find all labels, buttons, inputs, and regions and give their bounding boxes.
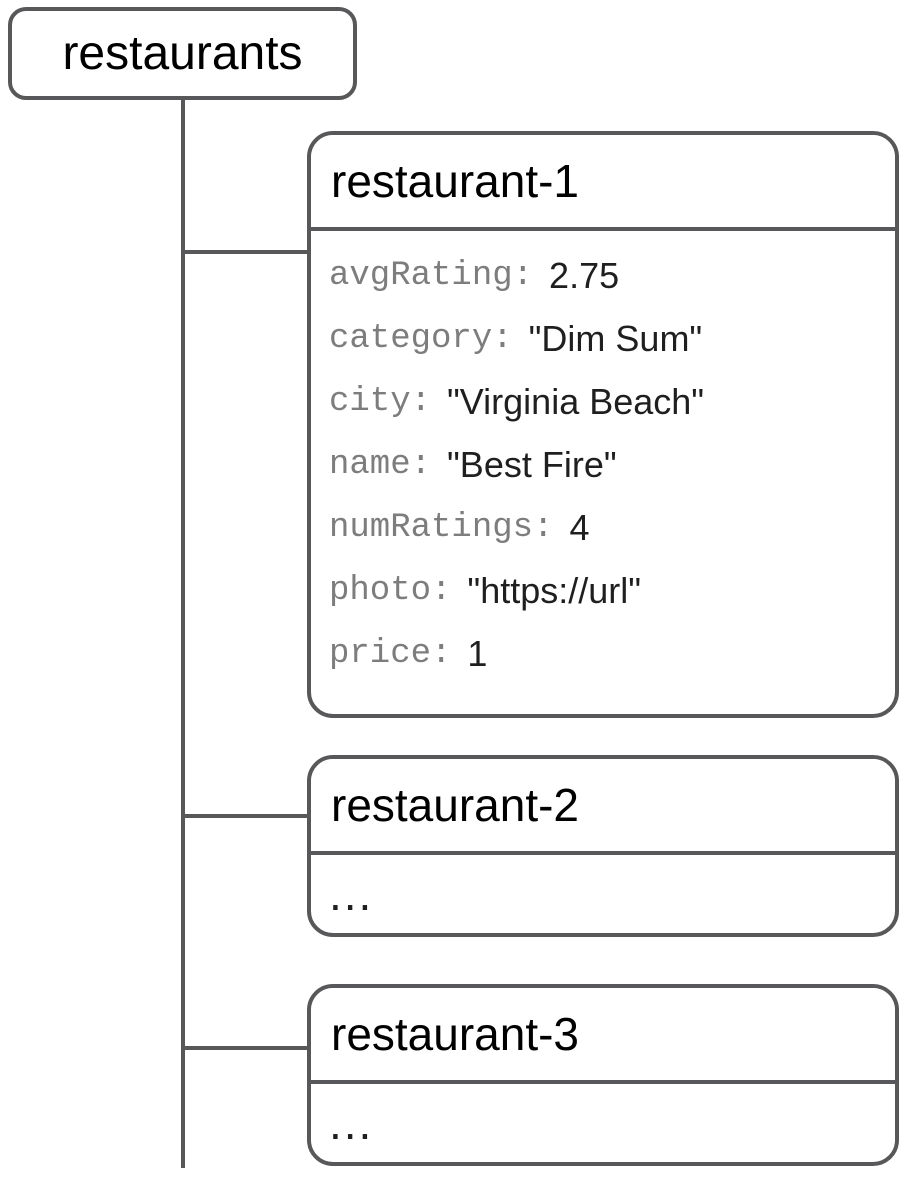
- document-title: restaurant-1: [311, 135, 895, 231]
- field-value: 2.75: [549, 254, 620, 296]
- document-card-restaurant-3: restaurant-3 ...: [307, 984, 899, 1166]
- field-value: "https://url": [467, 569, 642, 611]
- document-card-restaurant-1: restaurant-1 avgRating: 2.75 category: "…: [307, 131, 899, 718]
- root-node-label: restaurants: [62, 27, 303, 80]
- field-value: 1: [467, 632, 488, 674]
- field-row-price: price: 1: [311, 622, 895, 685]
- branch-connector-restaurant-3: [183, 1046, 309, 1050]
- field-row-category: category: "Dim Sum": [311, 307, 895, 370]
- collapsed-fields-ellipsis: ...: [329, 1097, 374, 1149]
- document-title: restaurant-2: [311, 759, 895, 855]
- field-value: "Best Fire": [447, 443, 617, 485]
- field-key: category:: [329, 319, 513, 358]
- branch-connector-restaurant-1: [183, 250, 309, 254]
- field-key: avgRating:: [329, 256, 534, 295]
- field-key: numRatings:: [329, 508, 554, 547]
- document-title: restaurant-3: [311, 988, 895, 1084]
- field-row-photo: photo: "https://url": [311, 559, 895, 622]
- field-row-name: name: "Best Fire": [311, 433, 895, 496]
- field-row-avgRating: avgRating: 2.75: [311, 244, 895, 307]
- root-node-restaurants: restaurants: [8, 7, 357, 100]
- trunk-connector-line: [181, 100, 185, 1168]
- field-value: 4: [569, 506, 590, 548]
- field-row-numRatings: numRatings: 4: [311, 496, 895, 559]
- field-key: price:: [329, 634, 452, 673]
- document-fields: avgRating: 2.75 category: "Dim Sum" city…: [311, 231, 895, 685]
- field-value: "Virginia Beach": [447, 380, 705, 422]
- field-key: city:: [329, 382, 432, 421]
- collapsed-fields-ellipsis: ...: [329, 868, 374, 920]
- branch-connector-restaurant-2: [183, 814, 309, 818]
- field-value: "Dim Sum": [528, 317, 703, 359]
- field-row-city: city: "Virginia Beach": [311, 370, 895, 433]
- field-key: photo:: [329, 571, 452, 610]
- document-card-restaurant-2: restaurant-2 ...: [307, 755, 899, 937]
- field-key: name:: [329, 445, 432, 484]
